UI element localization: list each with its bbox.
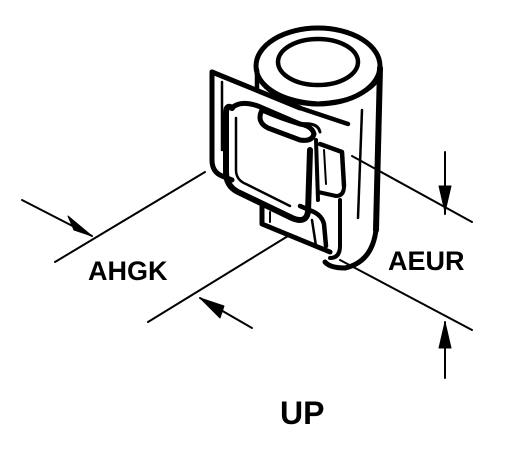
arrow-head-upper-right — [438, 185, 452, 213]
lower-foot — [259, 203, 333, 255]
cylinder-sleeve — [253, 25, 383, 271]
clip-plate — [223, 100, 322, 223]
side-strap — [316, 141, 347, 198]
right-dimension-arrows — [438, 185, 452, 349]
back-plate — [209, 69, 351, 183]
arrow-head-lower-left — [199, 297, 225, 319]
arrow-head-lower-right — [438, 321, 452, 349]
arrow-head-upper-left — [67, 215, 93, 237]
dimension-label-left: AHGK — [88, 256, 168, 286]
dimension-label-right: AEUR — [388, 246, 465, 276]
left-dimension-arrows — [67, 215, 225, 319]
orientation-label: UP — [280, 395, 325, 431]
